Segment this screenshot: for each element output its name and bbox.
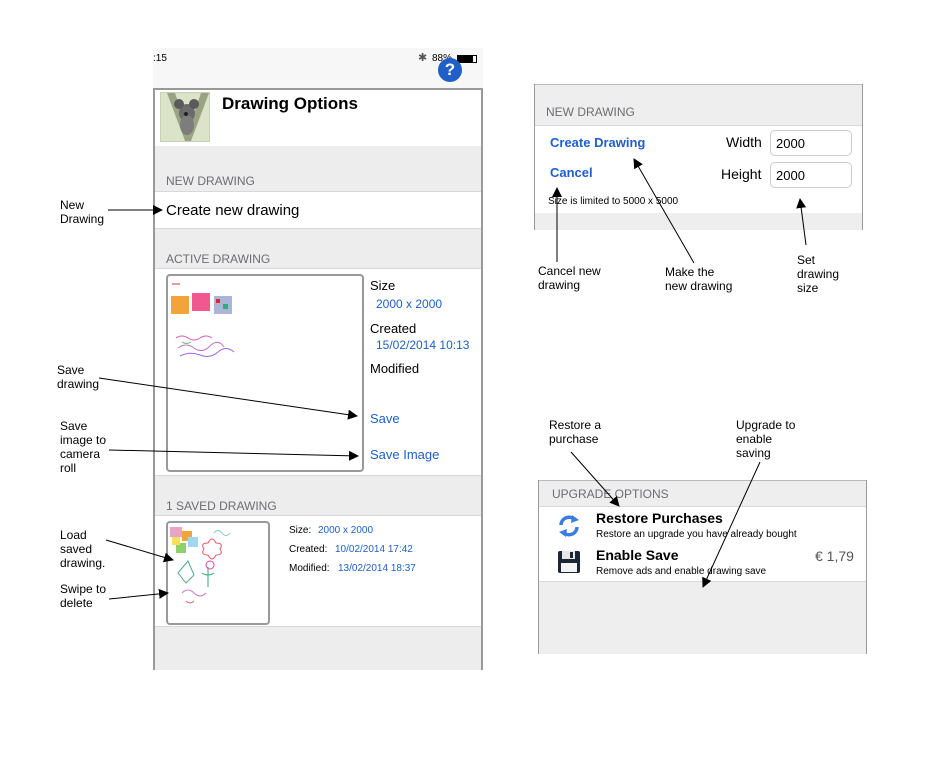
modified-label: Modified <box>370 361 420 376</box>
drawing-options-view: Drawing Options NEW DRAWING Create new d… <box>153 88 483 670</box>
annotation-cancel-new: Cancel new drawing <box>538 264 601 292</box>
help-button[interactable]: ? <box>438 58 462 82</box>
restore-purchases-subtitle: Restore an upgrade you have already boug… <box>596 529 797 540</box>
app-header: Drawing Options <box>155 90 481 146</box>
annotation-make-new: Make the new drawing <box>665 265 733 293</box>
create-drawing-button[interactable]: Create Drawing <box>550 135 646 150</box>
annotation-set-size: Set drawing size <box>797 253 840 295</box>
created-value: 15/02/2014 10:13 <box>376 338 470 352</box>
saved-modified-value: 13/02/2014 18:37 <box>338 563 416 574</box>
new-drawing-section-header: NEW DRAWING <box>166 174 255 188</box>
save-image-button[interactable]: Save Image <box>370 447 440 462</box>
phone-screen: :15 ✱ 88% ? Drawing Options NEW DRAWING … <box>153 48 483 670</box>
annotation-new-drawing: New Drawing <box>60 198 105 226</box>
saved-drawing-thumbnail[interactable] <box>166 521 270 625</box>
active-drawing-card: Size 2000 x 2000 Created 15/02/2014 10:1… <box>155 268 481 476</box>
enable-save-title: Enable Save <box>596 547 679 563</box>
size-value: 2000 x 2000 <box>376 297 443 311</box>
annotation-load-saved: Load saved drawing. <box>60 528 106 570</box>
annotation-swipe-delete: Swipe to delete <box>60 582 107 610</box>
saved-size-value: 2000 x 2000 <box>318 525 374 536</box>
floppy-disk-icon <box>558 551 580 573</box>
create-new-drawing-label: Create new drawing <box>166 202 300 219</box>
size-label: Size <box>370 278 396 293</box>
cancel-button[interactable]: Cancel <box>550 165 593 180</box>
new-drawing-panel-header: NEW DRAWING <box>546 105 635 119</box>
annotation-save-drawing: Save drawing <box>57 363 100 391</box>
bluetooth-icon: ✱ <box>418 52 428 64</box>
saved-modified-label: Modified: <box>289 563 330 574</box>
status-bar: :15 ✱ 88% ? <box>153 48 483 88</box>
created-label: Created <box>370 321 417 336</box>
new-drawing-panel: NEW DRAWING Create Drawing Cancel Width … <box>534 84 863 230</box>
active-drawing-section-header: ACTIVE DRAWING <box>166 252 271 266</box>
annotation-restore-purchase: Restore a purchase <box>549 418 602 446</box>
height-field[interactable] <box>770 162 852 188</box>
height-label: Height <box>721 166 762 182</box>
width-field[interactable] <box>770 130 852 156</box>
app-logo <box>160 92 210 142</box>
annotation-save-image: Save image to camera roll <box>60 419 107 475</box>
saved-drawing-row[interactable]: Size: 2000 x 2000 Created: 10/02/2014 17… <box>155 515 481 627</box>
annotation-upgrade-saving: Upgrade to enable saving <box>736 418 796 460</box>
battery-percent: 88% <box>432 53 453 64</box>
upgrade-options-panel: UPGRADE OPTIONS Restore Purchases Restor… <box>538 480 867 654</box>
status-time: :15 <box>153 53 167 64</box>
saved-created-label: Created: <box>289 544 328 555</box>
question-mark-icon: ? <box>444 60 456 79</box>
upgrade-options-header: UPGRADE OPTIONS <box>552 487 669 501</box>
new-drawing-form: Create Drawing Cancel Width Height Size … <box>535 125 862 213</box>
create-new-drawing-row[interactable]: Create new drawing <box>155 191 481 229</box>
width-label: Width <box>726 134 762 150</box>
panel-divider <box>535 84 862 85</box>
refresh-arrows-icon <box>559 515 579 537</box>
size-limit-note: Size is limited to 5000 x 5000 <box>548 196 679 207</box>
upgrade-options-list: Restore Purchases Restore an upgrade you… <box>539 506 866 582</box>
saved-size-label: Size: <box>289 525 312 536</box>
restore-purchases-row[interactable]: Restore Purchases Restore an upgrade you… <box>539 507 866 545</box>
restore-purchases-title: Restore Purchases <box>596 510 723 526</box>
save-button[interactable]: Save <box>370 411 400 426</box>
enable-save-price: € 1,79 <box>815 548 854 564</box>
active-drawing-thumbnail[interactable] <box>166 274 364 472</box>
battery-icon <box>457 55 477 63</box>
enable-save-subtitle: Remove ads and enable drawing save <box>596 566 767 577</box>
page-title: Drawing Options <box>222 94 358 113</box>
panel-divider <box>539 480 866 481</box>
saved-drawings-section-header: 1 SAVED DRAWING <box>166 499 277 513</box>
saved-created-value: 10/02/2014 17:42 <box>335 544 413 555</box>
enable-save-row[interactable]: Enable Save Remove ads and enable drawin… <box>539 545 866 583</box>
